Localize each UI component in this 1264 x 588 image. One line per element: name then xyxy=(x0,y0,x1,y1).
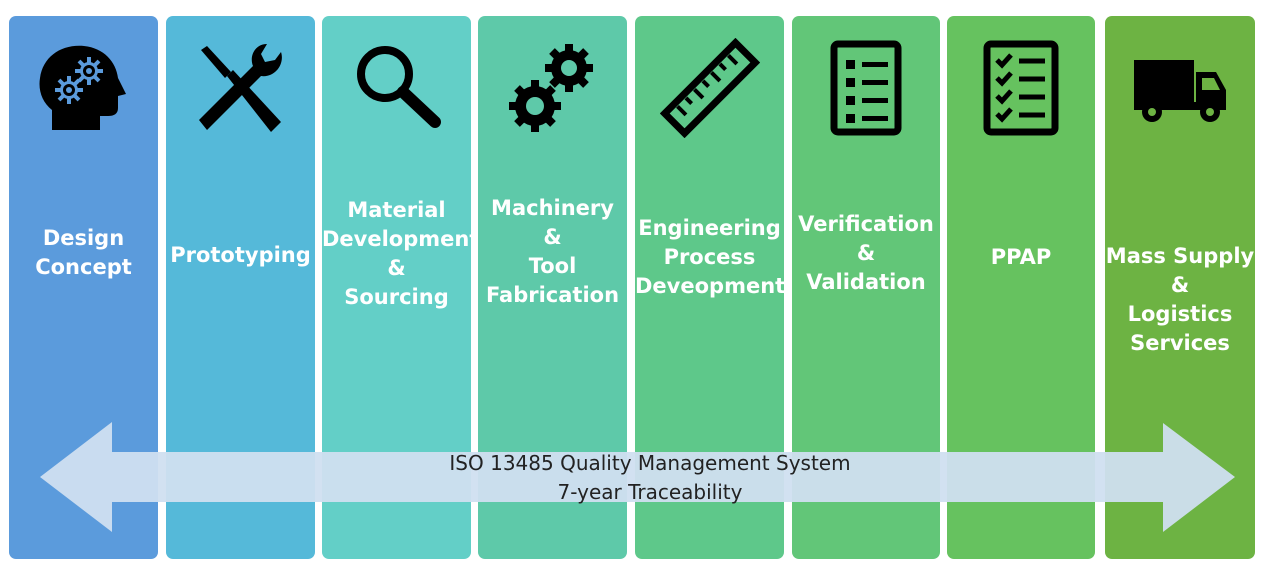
stage-machinery-tool: Machinery & Tool Fabrication xyxy=(478,16,627,559)
magnifier-icon xyxy=(322,38,471,148)
stage-material-development: Material Development & Sourcing xyxy=(322,16,480,559)
truck-icon xyxy=(1105,38,1255,148)
ruler-icon xyxy=(635,38,784,148)
stage-verification-validation: Verification & Validation xyxy=(792,16,940,559)
stage-label: PPAP xyxy=(990,245,1052,269)
gears-icon xyxy=(478,38,627,148)
stage-label: Design Concept xyxy=(35,226,132,279)
stage-prototyping: Prototyping xyxy=(166,16,315,559)
stage-label: Verification & Validation xyxy=(798,212,934,294)
tools-icon xyxy=(166,38,315,148)
stage-design-concept: Design Concept xyxy=(9,16,158,559)
stage-label: Prototyping xyxy=(170,243,311,267)
stage-label: Mass Supply & Logistics Services xyxy=(1105,244,1255,355)
stage-engineering-process: Engineering Process Deveopment xyxy=(635,16,786,559)
stage-ppap: PPAP xyxy=(947,16,1095,559)
stage-label: Material Development & Sourcing xyxy=(322,198,480,309)
stage-mass-supply: Mass Supply & Logistics Services xyxy=(1105,16,1255,559)
head-gears-icon xyxy=(9,38,158,148)
stage-label: Machinery & Tool Fabrication xyxy=(485,196,620,307)
check-list-icon xyxy=(947,38,1095,148)
checklist-icon xyxy=(792,38,940,148)
stage-label: Engineering Process Deveopment xyxy=(635,216,786,298)
